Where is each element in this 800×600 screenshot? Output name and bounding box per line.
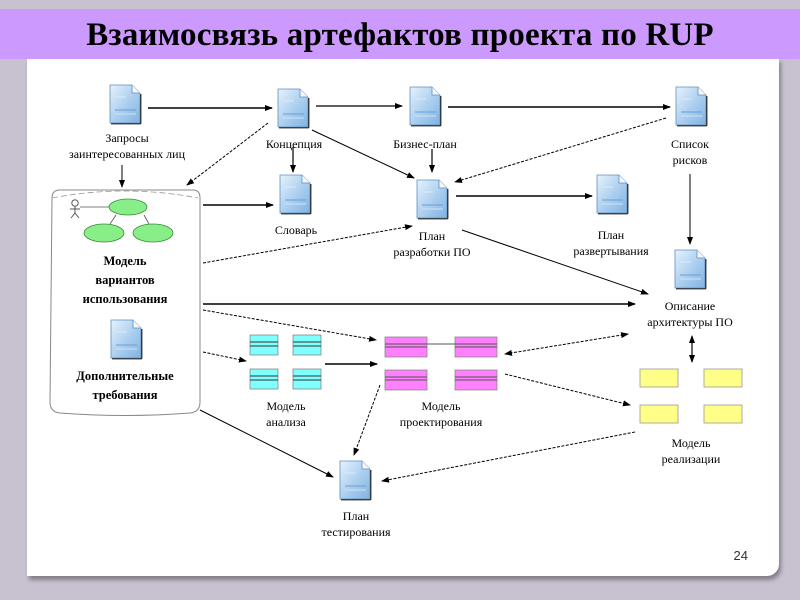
edge-usecase-analysis: [202, 351, 247, 363]
edge-sad-design: [504, 332, 629, 356]
analysis-class: [249, 368, 279, 390]
actor-icon: [70, 199, 80, 219]
glossary-document-icon: [279, 174, 312, 215]
use-case-ellipse: [83, 223, 125, 243]
edge-implementation-testplan: [381, 431, 636, 483]
connectors: [119, 103, 695, 483]
sad-document-icon: [674, 249, 707, 290]
title-band: [0, 9, 800, 59]
sdp-document-icon: [416, 179, 449, 220]
test-plan-document-icon: [339, 460, 372, 501]
glossary-label: Словарь: [274, 223, 318, 237]
edge-design-testplan: [353, 384, 381, 456]
edge-usecase-sdp: [202, 224, 413, 264]
deployment-plan-document-icon: [596, 174, 629, 215]
business-case-document-icon: [409, 86, 442, 127]
vision-document-icon: [277, 88, 310, 129]
edge-usecase-testplan: [199, 409, 334, 478]
use-case-model-container: [49, 189, 201, 416]
analysis-class-diagram-icon: [249, 334, 322, 390]
use-case-ellipse: [108, 198, 148, 216]
analysis-class: [292, 368, 322, 390]
implementation-component-diagram-icon: [639, 368, 743, 424]
implementation-component: [703, 368, 743, 388]
slide-title: Взаимосвязь артефактов проекта по RUP: [86, 17, 714, 53]
edge-vision-sdp: [311, 129, 415, 179]
edge-usecase-design: [202, 309, 377, 342]
edge-design-implementation: [504, 373, 631, 407]
design-class-diagram-icon: [384, 336, 498, 391]
analysis-class: [249, 334, 279, 356]
supplementary-spec-document-icon: [110, 319, 143, 360]
container-top-edge: [51, 190, 199, 199]
analysis-class: [292, 334, 322, 356]
business-case-label: Бизнес-план: [393, 137, 457, 151]
use-case-diagram-icon: [70, 198, 174, 243]
use-case-ellipse: [132, 223, 174, 243]
implementation-component: [639, 404, 679, 424]
edge-risk-sdp: [454, 117, 667, 183]
risk-list-document-icon: [675, 86, 708, 127]
implementation-component: [639, 368, 679, 388]
edge-vision-usecase: [186, 122, 269, 186]
page-number: 24: [733, 548, 748, 563]
implementation-component: [703, 404, 743, 424]
vision-label: Концепция: [265, 137, 323, 151]
edge-sdp-sad: [461, 229, 649, 295]
stakeholder-requests-document-icon: [109, 84, 142, 125]
